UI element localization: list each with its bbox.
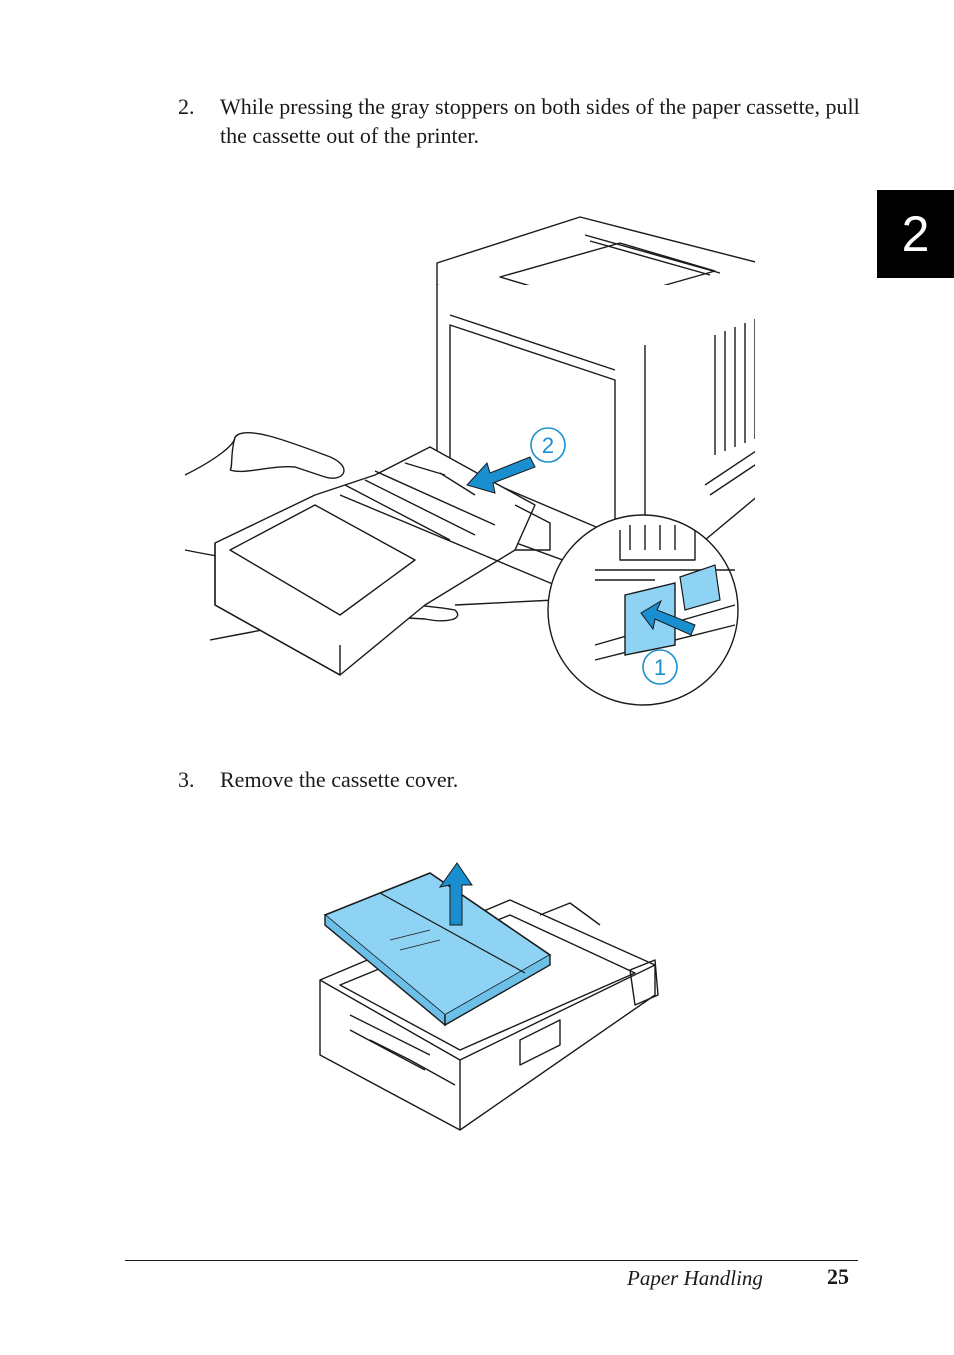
callout-2: 2	[542, 433, 554, 458]
step-text: While pressing the gray stoppers on both…	[220, 94, 860, 148]
footer-section-title: Paper Handling	[627, 1266, 763, 1290]
footer-rule	[125, 1260, 858, 1261]
lift-arrow	[438, 862, 473, 926]
chapter-tab: 2	[877, 190, 954, 278]
step-text: Remove the cassette cover.	[220, 767, 459, 792]
push-arrow	[640, 599, 696, 636]
callout-1: 1	[654, 655, 666, 680]
step-number: 3.	[178, 767, 195, 792]
upper-hand	[229, 431, 345, 479]
pull-arrow	[466, 456, 536, 494]
step-number: 2.	[178, 94, 195, 119]
cassette-cover-illustration	[319, 862, 659, 1131]
printer-cassette-illustration: 2 1	[184, 216, 755, 706]
page-number: 25	[827, 1264, 849, 1289]
